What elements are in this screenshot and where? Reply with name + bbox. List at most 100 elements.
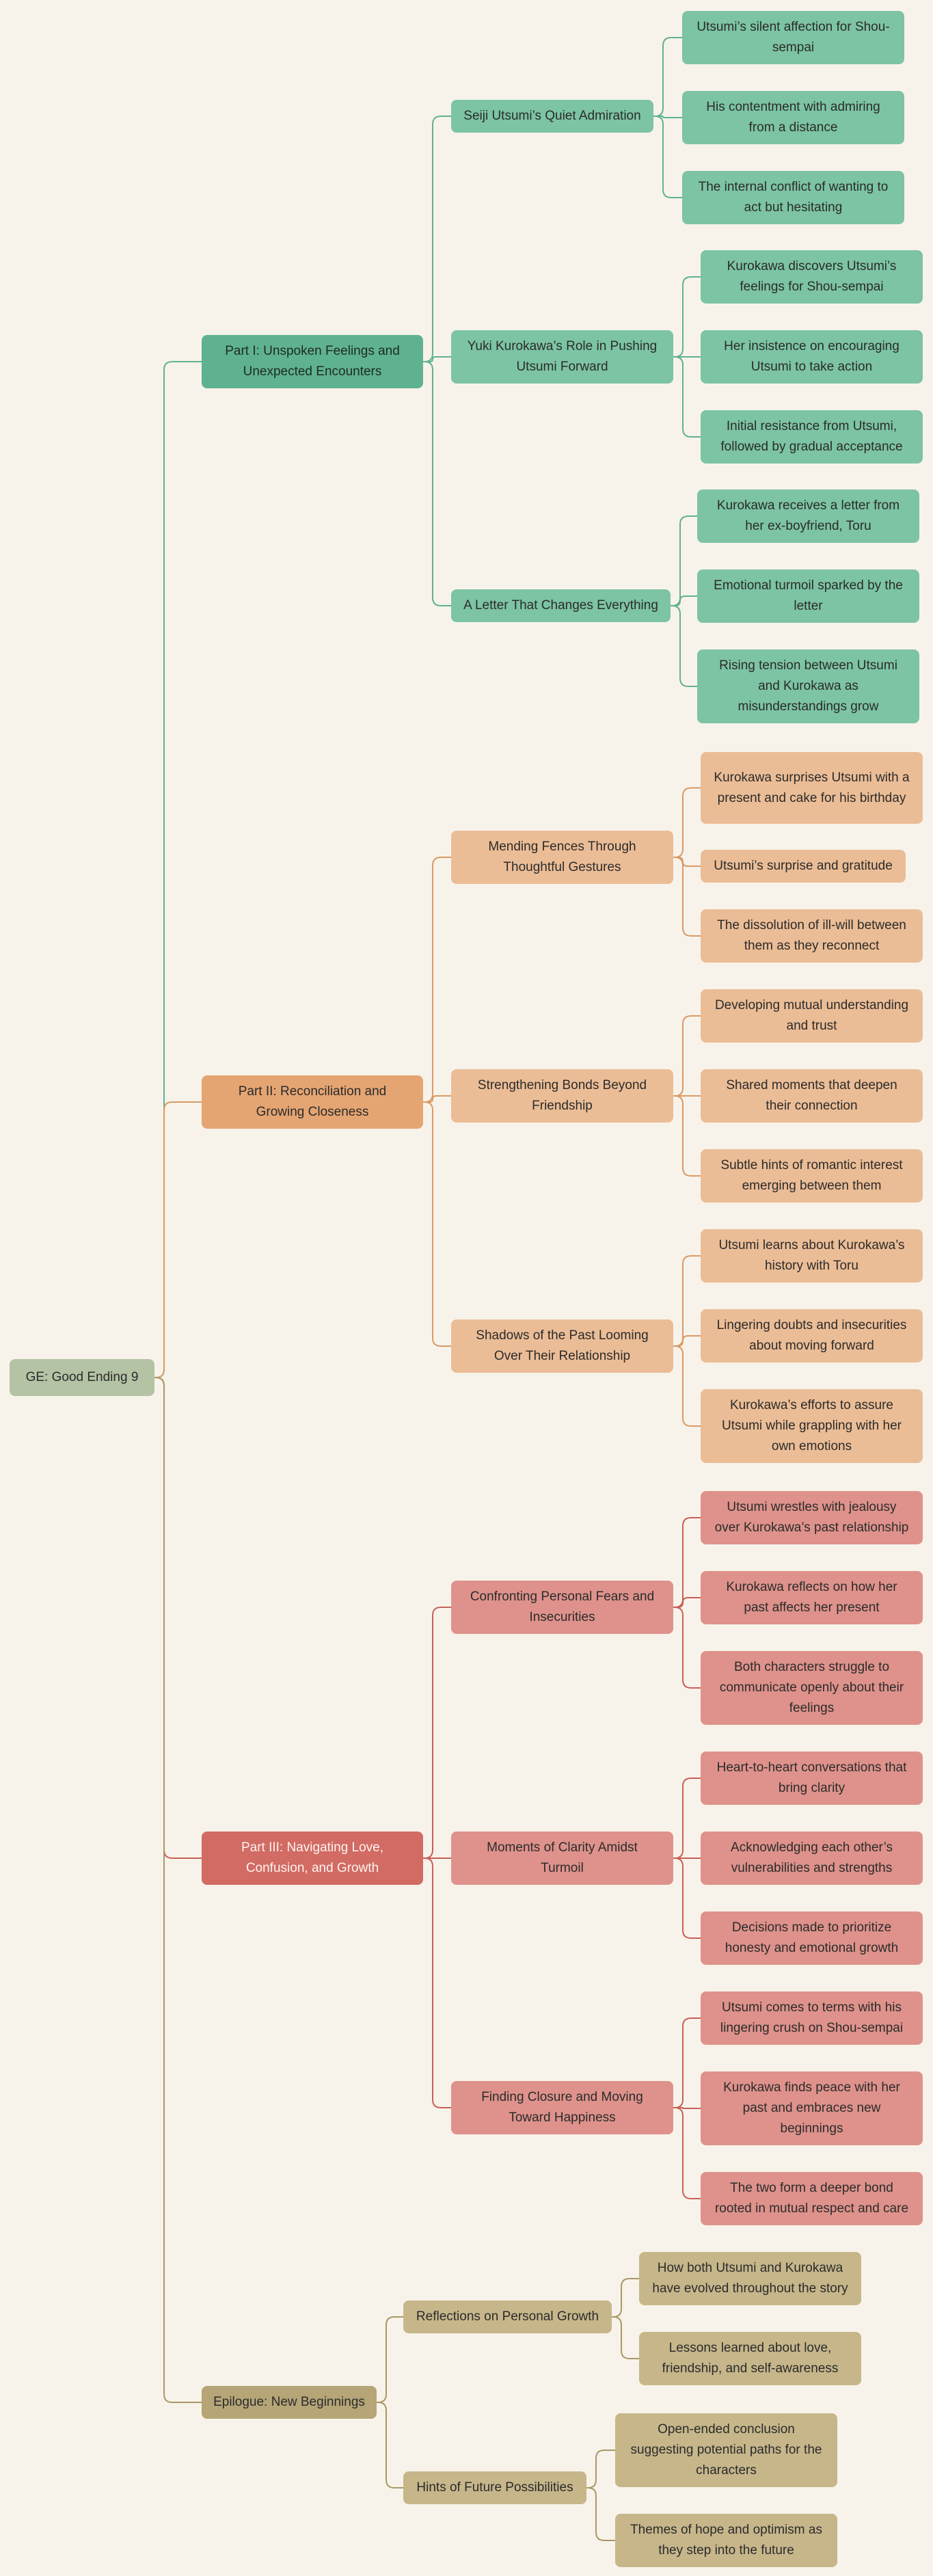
- part-3-section-3[interactable]: Finding Closure and Moving Toward Happin…: [451, 2081, 673, 2134]
- connector-leaf-3-3-3: [673, 2107, 701, 2199]
- section-label: Shadows of the Past Looming Over Their R…: [476, 1328, 649, 1363]
- root-node[interactable]: GE: Good Ending 9: [10, 1359, 154, 1396]
- leaf-1-2-3[interactable]: Initial resistance from Utsumi, followed…: [701, 410, 923, 464]
- connector-leaf-4-2-2: [586, 2487, 615, 2541]
- connector-part2-sec3: [423, 1101, 451, 1347]
- part-1-section-2[interactable]: Yuki Kurokawa’s Role in Pushing Utsumi F…: [451, 330, 673, 384]
- connector-leaf-1-1-2: [653, 116, 682, 118]
- leaf-label: Themes of hope and optimism as they step…: [630, 2523, 822, 2558]
- leaf-label: Kurokawa receives a letter from her ex-b…: [716, 498, 900, 533]
- leaf-1-1-2[interactable]: His contentment with admiring from a dis…: [682, 91, 904, 144]
- leaf-label: Emotional turmoil sparked by the letter: [714, 578, 903, 613]
- leaf-3-1-2[interactable]: Kurokawa reflects on how her past affect…: [701, 1571, 923, 1624]
- connector-leaf-3-2-3: [673, 1857, 701, 1939]
- leaf-3-3-2[interactable]: Kurokawa finds peace with her past and e…: [701, 2071, 923, 2145]
- leaf-1-2-2[interactable]: Her insistence on encouraging Utsumi to …: [701, 330, 923, 384]
- connector-leaf-2-1-2: [673, 857, 701, 867]
- leaf-label: Acknowledging each other’s vulnerabiliti…: [731, 1840, 893, 1875]
- leaf-1-3-2[interactable]: Emotional turmoil sparked by the letter: [697, 569, 919, 623]
- leaf-1-3-1[interactable]: Kurokawa receives a letter from her ex-b…: [697, 489, 919, 543]
- part-2-section-3[interactable]: Shadows of the Past Looming Over Their R…: [451, 1319, 673, 1373]
- section-label: Hints of Future Possibilities: [416, 2480, 573, 2495]
- leaf-1-1-1[interactable]: Utsumi’s silent affection for Shou- semp…: [682, 11, 904, 64]
- part-1-label: Part I: Unspoken Feelings and Unexpected…: [225, 344, 400, 379]
- part-3-section-2[interactable]: Moments of Clarity Amidst Turmoil: [451, 1832, 673, 1885]
- leaf-4-2-2[interactable]: Themes of hope and optimism as they step…: [615, 2514, 837, 2567]
- leaf-2-3-2[interactable]: Lingering doubts and insecurities about …: [701, 1309, 923, 1363]
- section-label: Confronting Personal Fears and Insecurit…: [470, 1589, 655, 1624]
- connector-leaf-1-1-1: [653, 37, 682, 117]
- leaf-3-2-2[interactable]: Acknowledging each other’s vulnerabiliti…: [701, 1832, 923, 1885]
- epilogue-node[interactable]: Epilogue: New Beginnings: [202, 2386, 377, 2419]
- epilogue-section-2[interactable]: Hints of Future Possibilities: [403, 2471, 586, 2504]
- leaf-label: How both Utsumi and Kurokawa have evolve…: [652, 2261, 848, 2296]
- leaf-label: Kurokawa surprises Utsumi with a present…: [714, 770, 910, 805]
- leaf-3-1-1[interactable]: Utsumi wrestles with jealousy over Kurok…: [701, 1491, 923, 1544]
- connector-leaf-3-1-1: [673, 1517, 701, 1608]
- leaf-label: Utsumi learns about Kurokawa’s history w…: [718, 1238, 905, 1273]
- leaf-2-2-1[interactable]: Developing mutual understanding and trus…: [701, 989, 923, 1043]
- part-1-section-3[interactable]: A Letter That Changes Everything: [451, 589, 671, 622]
- part-2-section-2[interactable]: Strengthening Bonds Beyond Friendship: [451, 1069, 673, 1123]
- connector-root-3: [154, 1377, 202, 1859]
- connector-leaf-2-1-3: [673, 857, 701, 937]
- leaf-4-1-1[interactable]: How both Utsumi and Kurokawa have evolve…: [639, 2252, 861, 2305]
- connector-leaf-2-1-1: [673, 787, 701, 858]
- connector-part1-sec1: [423, 116, 451, 362]
- part-2-node[interactable]: Part II: Reconciliation and Growing Clos…: [202, 1075, 423, 1129]
- section-label: A Letter That Changes Everything: [463, 598, 658, 613]
- part-3-node[interactable]: Part III: Navigating Love, Confusion, an…: [202, 1832, 423, 1885]
- leaf-label: Utsumi wrestles with jealousy over Kurok…: [714, 1500, 909, 1535]
- leaf-2-2-2[interactable]: Shared moments that deepen their connect…: [701, 1069, 923, 1123]
- leaf-3-2-3[interactable]: Decisions made to prioritize honesty and…: [701, 1911, 923, 1965]
- connector-leaf-3-2-1: [673, 1777, 701, 1859]
- leaf-2-3-3[interactable]: Kurokawa’s efforts to assure Utsumi whil…: [701, 1389, 923, 1463]
- connector-leaf-3-1-2: [673, 1597, 701, 1608]
- leaf-label: His contentment with admiring from a dis…: [706, 100, 880, 135]
- leaf-2-1-3[interactable]: The dissolution of ill-will between them…: [701, 909, 923, 963]
- part-1-section-1[interactable]: Seiji Utsumi’s Quiet Admiration: [451, 100, 653, 133]
- connector-part3-sec1: [423, 1607, 451, 1859]
- leaf-label: Developing mutual understanding and trus…: [714, 998, 909, 1033]
- leaf-label: Kurokawa discovers Utsumi’s feelings for…: [727, 259, 897, 294]
- leaf-label: Initial resistance from Utsumi, followed…: [720, 419, 903, 454]
- leaf-label: The two form a deeper bond rooted in mut…: [714, 2181, 909, 2216]
- epilogue-label: Epilogue: New Beginnings: [213, 2395, 365, 2409]
- leaf-3-1-3[interactable]: Both characters struggle to communicate …: [701, 1651, 923, 1725]
- leaf-4-1-2[interactable]: Lessons learned about love, friendship, …: [639, 2332, 861, 2385]
- connector-leaf-1-1-3: [653, 116, 682, 198]
- leaf-1-3-3[interactable]: Rising tension between Utsumi and Kuroka…: [697, 649, 919, 723]
- leaf-label: Her insistence on encouraging Utsumi to …: [724, 339, 900, 374]
- leaf-2-2-3[interactable]: Subtle hints of romantic interest emergi…: [701, 1149, 923, 1203]
- section-label: Strengthening Bonds Beyond Friendship: [477, 1078, 647, 1113]
- connector-leaf-4-1-1: [612, 2278, 639, 2318]
- leaf-1-2-1[interactable]: Kurokawa discovers Utsumi’s feelings for…: [701, 250, 923, 304]
- leaf-3-3-1[interactable]: Utsumi comes to terms with his lingering…: [701, 1991, 923, 2045]
- section-label: Moments of Clarity Amidst Turmoil: [487, 1840, 638, 1875]
- connector-part2-sec2: [423, 1095, 451, 1103]
- leaf-3-2-1[interactable]: Heart-to-heart conversations that bring …: [701, 1752, 923, 1805]
- leaf-label: Utsumi comes to terms with his lingering…: [720, 2000, 904, 2035]
- connector-leaf-2-2-1: [673, 1015, 701, 1097]
- leaf-label: Subtle hints of romantic interest emergi…: [720, 1158, 903, 1193]
- connector-root-4: [154, 1377, 202, 2403]
- connector-part4-sec2: [377, 2402, 403, 2488]
- leaf-2-3-1[interactable]: Utsumi learns about Kurokawa’s history w…: [701, 1229, 923, 1283]
- part-2-section-1[interactable]: Mending Fences Through Thoughtful Gestur…: [451, 831, 673, 884]
- leaf-label: Utsumi’s surprise and gratitude: [714, 859, 893, 873]
- leaf-2-1-2[interactable]: Utsumi’s surprise and gratitude: [701, 850, 906, 883]
- leaf-label: Rising tension between Utsumi and Kuroka…: [719, 658, 897, 714]
- part-3-label: Part III: Navigating Love, Confusion, an…: [241, 1840, 384, 1875]
- part-3-section-1[interactable]: Confronting Personal Fears and Insecurit…: [451, 1581, 673, 1634]
- leaf-label: Open-ended conclusion suggesting potenti…: [630, 2422, 822, 2478]
- leaf-label: Kurokawa reflects on how her past affect…: [726, 1580, 897, 1615]
- part-1-node[interactable]: Part I: Unspoken Feelings and Unexpected…: [202, 335, 423, 388]
- epilogue-section-1[interactable]: Reflections on Personal Growth: [403, 2300, 612, 2333]
- leaf-3-3-3[interactable]: The two form a deeper bond rooted in mut…: [701, 2172, 923, 2225]
- leaf-1-1-3[interactable]: The internal conflict of wanting to act …: [682, 171, 904, 224]
- leaf-4-2-1[interactable]: Open-ended conclusion suggesting potenti…: [615, 2413, 837, 2487]
- connector-leaf-4-1-2: [612, 2316, 639, 2359]
- connector-leaf-3-1-3: [673, 1607, 701, 1689]
- connector-part4-sec1: [377, 2316, 403, 2403]
- leaf-2-1-1[interactable]: Kurokawa surprises Utsumi with a present…: [701, 752, 923, 824]
